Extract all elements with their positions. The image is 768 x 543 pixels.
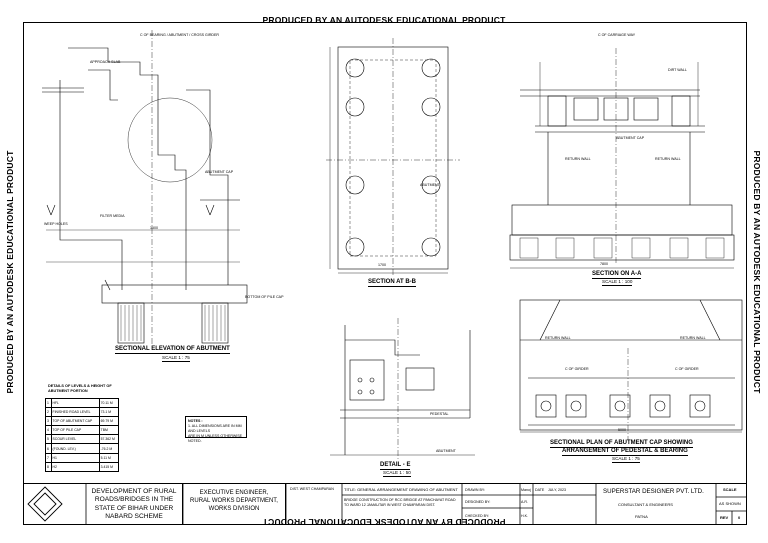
- plan-title-line2: ARRANGEMENT OF PEDESTAL & BEARING: [562, 448, 688, 456]
- notes-line-1: 1. ALL DIMENSIONS ARE IN MM AND LEVELS: [188, 424, 242, 433]
- plan-view-lines: [519, 299, 743, 440]
- designed-by-label: DESIGNED BY:: [465, 500, 491, 504]
- weep-hole-label: WEEP HOLES: [44, 222, 68, 226]
- table-cell: TOP OF PILE CAP: [50, 425, 100, 436]
- table-row: 6(FOUND. LEV.)-76.2 M: [45, 443, 120, 454]
- checked-by-label: CHECKED BY:: [465, 514, 490, 518]
- drawn-by-value: Manoj: [521, 488, 531, 492]
- dirt-wall-label: DIRT WALL: [668, 68, 687, 72]
- drawing-sheet-border: [23, 22, 747, 525]
- abutment-cap-label-aa: ABUTMENT CAP: [616, 136, 645, 140]
- abutment-cap-label: ABUTMENT CAP: [205, 170, 234, 174]
- notes-box: NOTES : 1. ALL DIMENSIONS ARE IN MM AND …: [185, 416, 247, 443]
- engineer-line-1: EXECUTIVE ENGINEER,: [199, 490, 269, 496]
- table-cell: -76.2 M: [98, 443, 120, 454]
- table-cell: TOP OF ABUTMENT CAP: [50, 416, 100, 427]
- return-wall-label-plan-right: RETURN WALL: [680, 336, 706, 340]
- levels-table-title: DETAILS OF LEVELS & HEIGHT OF ABUTMENT P…: [48, 384, 112, 393]
- table-cell: H2: [50, 461, 100, 472]
- district-label: DIST. WEST CHAMPARAN: [290, 487, 334, 491]
- elevation-title: SECTIONAL ELEVATION OF ABUTMENT: [115, 346, 230, 354]
- table-cell: FINISHED ROAD LEVEL: [50, 407, 100, 418]
- dim-4-label: 5000: [618, 428, 626, 432]
- engineer-block: EXECUTIVE ENGINEER, RURAL WORKS DEPARTME…: [183, 484, 286, 525]
- table-cell: H1: [50, 452, 100, 463]
- return-wall-label-right: RETURN WALL: [655, 157, 681, 161]
- cl-carriageway-label: C OF CARRIAGE WAY: [598, 33, 636, 37]
- cl-bearing-label: C OF BEARING / ABUTMENT / CROSS GIRDER: [140, 33, 220, 37]
- title-block-lines: [85, 483, 747, 525]
- watermark-top: PRODUCED BY AN AUTODESK EDUCATIONAL PROD…: [262, 15, 506, 25]
- table-cell: SCOUR LEVEL: [50, 434, 100, 445]
- owner-text: DEVELOPMENT OF RURAL ROADS/BRIDGES IN TH…: [86, 484, 183, 525]
- scale-label: SCALE: [723, 487, 737, 492]
- rev-label: REV: [720, 515, 729, 520]
- title-block: DEVELOPMENT OF RURAL ROADS/BRIDGES IN TH…: [23, 483, 747, 525]
- section-bb-lines: [326, 38, 460, 275]
- plan-scale: SCALE 1 : 75: [612, 456, 640, 463]
- scale-value: AS SHOWN: [719, 501, 741, 506]
- table-cell: 73.1 M: [98, 407, 120, 418]
- table-cell: 5.11 M: [98, 452, 120, 463]
- section-aa-title: SECTION ON A-A: [592, 271, 642, 279]
- bridge-line-2: TO WARD 12 JAMAUTAR IN WEST CHAMPARAN DI…: [344, 503, 436, 507]
- table-cell: (FOUND. LEV.): [50, 443, 100, 454]
- table-cell: 70.11 M: [98, 397, 120, 409]
- date-value: JULY, 2023: [548, 488, 567, 492]
- plan-title-line1: SECTIONAL PLAN OF ABUTMENT CAP SHOWING: [550, 440, 693, 448]
- consultant-city: PATNA: [635, 514, 648, 519]
- abutment-label-e: ABUTMENT: [436, 449, 456, 453]
- table-cell: 3.415 M: [98, 461, 120, 472]
- approach-slab-label: APPROACH SLAB: [90, 60, 121, 64]
- notes-line-2: ARE IN M UNLESS OTHERWISE NOTED.: [188, 434, 243, 443]
- designed-by-value: A.R.: [521, 500, 528, 504]
- engineer-line-2: RURAL WORKS DEPARTMENT,: [190, 498, 278, 504]
- consultant-role: CONSULTANT & ENGINEERS: [618, 502, 673, 507]
- checked-by-value: H.K.: [521, 514, 528, 518]
- table-cell: 57.362 M: [98, 434, 120, 445]
- engineer-line-3: WORKS DIVISION: [208, 506, 260, 512]
- logo-diamond-icon: [27, 486, 63, 522]
- detail-e-scale: SCALE 1 : 50: [383, 470, 411, 477]
- detail-e-lines: [330, 318, 475, 460]
- bottom-pile-cap-label: BOTTOM OF PILE CAP: [245, 295, 284, 299]
- table-cell: 69.79 M: [98, 416, 120, 427]
- detail-e-title: DETAIL - E: [380, 462, 411, 470]
- rev-value: 0: [738, 515, 741, 520]
- consultant-name: SUPERSTAR DESIGNER PVT. LTD.: [603, 488, 704, 495]
- elevation-view-lines: [42, 30, 248, 345]
- elevation-scale: SCALE 1 : 75: [162, 355, 190, 362]
- section-bb-title: SECTION AT B-B: [368, 279, 416, 287]
- date-label: DATE: [535, 488, 545, 492]
- drawn-by-label: DRAWN BY:: [465, 488, 486, 492]
- drawing-title: TITLE: GENERAL ARRANGEMENT DRAWING OF AB…: [344, 487, 458, 492]
- notes-heading: NOTES :: [188, 419, 203, 423]
- return-wall-label-left: RETURN WALL: [565, 157, 591, 161]
- section-aa-scale: SCALE 1 : 100: [602, 279, 633, 286]
- table-cell: HFL: [50, 397, 100, 409]
- dim-1-label: 1700: [378, 263, 386, 267]
- return-wall-label-plan-left: RETURN WALL: [545, 336, 571, 340]
- section-aa-lines: [509, 48, 735, 269]
- table-cell: TBM: [98, 425, 120, 436]
- dim-3-label: 7800: [600, 262, 608, 266]
- filter-media-label: FILTER MEDIA: [100, 214, 125, 218]
- cl-girder-label-left: C OF GIRDER: [565, 367, 589, 371]
- pedestal-label: PEDESTAL: [430, 412, 449, 416]
- dim-2-label: 3500: [150, 226, 158, 230]
- abutment-label-bb: ABUTMENT: [420, 183, 440, 187]
- cl-girder-label-right: C OF GIRDER: [675, 367, 699, 371]
- bridge-line-1: BRIDGE CONSTRUCTION OF RCC BRIDGE AT PAN…: [344, 498, 456, 502]
